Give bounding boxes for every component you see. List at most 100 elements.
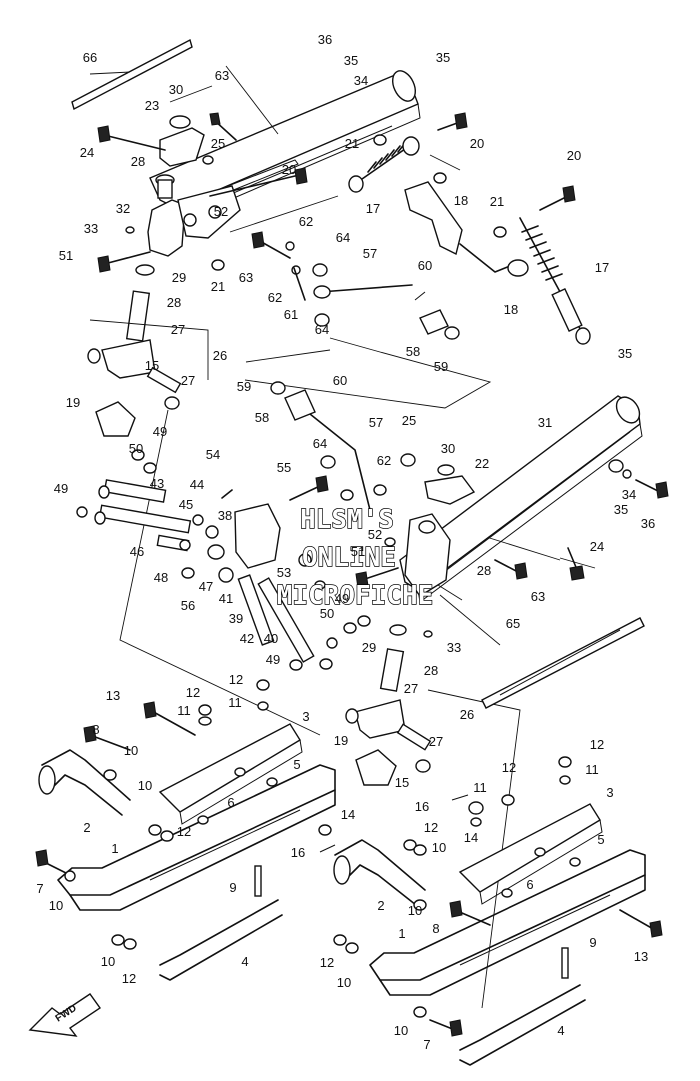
callout-c57a: 57 [363, 246, 377, 261]
callout-c62b: 62 [268, 290, 282, 305]
front-swing-arm-upper [87, 264, 182, 437]
callout-c11a: 11 [228, 695, 242, 710]
callout-c19b: 19 [334, 733, 348, 748]
callout-c39: 39 [229, 611, 243, 626]
callout-c12g: 12 [122, 971, 136, 986]
callout-c23: 23 [145, 98, 159, 113]
axle-shafts-middle [76, 449, 263, 583]
callout-c11d: 11 [473, 780, 487, 795]
callout-c14b: 14 [464, 830, 478, 845]
callout-c30b: 30 [441, 441, 455, 456]
callout-c49b: 49 [54, 481, 68, 496]
callout-c12b: 12 [186, 685, 200, 700]
callout-c43: 43 [150, 476, 164, 491]
callout-c66a: 66 [83, 50, 97, 65]
callout-c16b: 16 [291, 845, 305, 860]
callout-c10a: 10 [124, 743, 138, 758]
callout-c48: 48 [154, 570, 168, 585]
linkage-rod-upper [251, 231, 460, 340]
callout-c25a: 25 [211, 136, 225, 151]
callout-c26b: 26 [460, 707, 474, 722]
callout-c1a: 1 [111, 841, 118, 856]
callout-c10c: 10 [432, 840, 446, 855]
callout-c52a: 52 [214, 204, 228, 219]
callout-c28c: 28 [477, 563, 491, 578]
callout-c2b: 2 [377, 898, 384, 913]
callout-c18a: 18 [454, 193, 468, 208]
callout-c65: 65 [506, 616, 520, 631]
callout-c41: 41 [219, 591, 233, 606]
callout-c28a: 28 [131, 154, 145, 169]
callout-c4a: 4 [241, 954, 248, 969]
callout-c35c: 35 [618, 346, 632, 361]
callout-c10h: 10 [394, 1023, 408, 1038]
rear-arm-bracket [404, 172, 529, 277]
callout-c21a: 21 [345, 136, 359, 151]
callout-c36a: 36 [318, 32, 332, 47]
callout-c58b: 58 [255, 410, 269, 425]
slide-rail-beam-lower [399, 395, 643, 603]
callout-c56: 56 [181, 598, 195, 613]
callout-c60a: 60 [418, 258, 432, 273]
callout-c49a: 49 [153, 424, 167, 439]
rear-bracket-lower [355, 453, 669, 597]
callout-c3b: 3 [606, 785, 613, 800]
callout-c15b: 15 [395, 775, 409, 790]
callout-c50b: 50 [320, 606, 334, 621]
callout-c21b: 21 [490, 194, 504, 209]
callout-c20b: 20 [567, 148, 581, 163]
callout-c34b: 34 [622, 487, 636, 502]
callout-c15a: 15 [145, 358, 159, 373]
callout-c64a: 64 [336, 230, 350, 245]
callout-c11b: 11 [177, 703, 191, 718]
callout-c18b: 18 [504, 302, 518, 317]
callout-c7b: 7 [423, 1037, 430, 1052]
callout-c34a: 34 [354, 73, 368, 88]
callout-c53: 53 [277, 565, 291, 580]
watermark: HLSM'S ONLINE MICROFICHE [276, 504, 434, 611]
callout-c32: 32 [116, 201, 130, 216]
callout-c17b: 17 [595, 260, 609, 275]
callout-c24b: 24 [590, 539, 604, 554]
callout-c51a: 51 [59, 248, 73, 263]
callout-c59a: 59 [434, 359, 448, 374]
callout-c4b: 4 [557, 1023, 564, 1038]
callout-c40: 40 [264, 631, 278, 646]
callout-c10g: 10 [337, 975, 351, 990]
callout-c30a: 30 [169, 82, 183, 97]
callout-c6b: 6 [526, 877, 533, 892]
callout-c64b: 64 [315, 322, 329, 337]
callout-c46: 46 [130, 544, 144, 559]
forward-direction-arrow: FWD [28, 993, 101, 1037]
callout-c38: 38 [218, 508, 232, 523]
ski-assembly-right [319, 756, 663, 1066]
shock-absorber-rear [493, 185, 591, 345]
callout-c17a: 17 [366, 201, 380, 216]
callout-c50a: 50 [129, 441, 143, 456]
watermark-line-2: ONLINE [302, 543, 396, 573]
callout-c35a: 35 [344, 53, 358, 68]
callout-c29a: 29 [172, 270, 186, 285]
callout-c2a: 2 [83, 820, 90, 835]
front-arm-bracket-upper [147, 115, 241, 257]
callout-c16a: 16 [415, 799, 429, 814]
shock-absorber-front [348, 112, 468, 193]
callout-c9a: 9 [229, 880, 236, 895]
callout-c10f: 10 [101, 954, 115, 969]
callout-c20c: 20 [282, 162, 296, 177]
callout-c63a: 63 [215, 68, 229, 83]
callout-c27a: 27 [171, 322, 185, 337]
callout-c52b: 52 [368, 527, 382, 542]
callout-c5b: 5 [597, 832, 604, 847]
callout-c10e: 10 [408, 903, 422, 918]
callout-c51b: 51 [351, 544, 365, 559]
watermark-line-1: HLSM'S [300, 505, 394, 535]
callout-c1b: 1 [398, 926, 405, 941]
callout-c28d: 28 [424, 663, 438, 678]
callout-c44: 44 [190, 477, 204, 492]
bolts-upper-left [97, 112, 308, 273]
callout-c60b: 60 [333, 373, 347, 388]
callout-c12h: 12 [320, 955, 334, 970]
